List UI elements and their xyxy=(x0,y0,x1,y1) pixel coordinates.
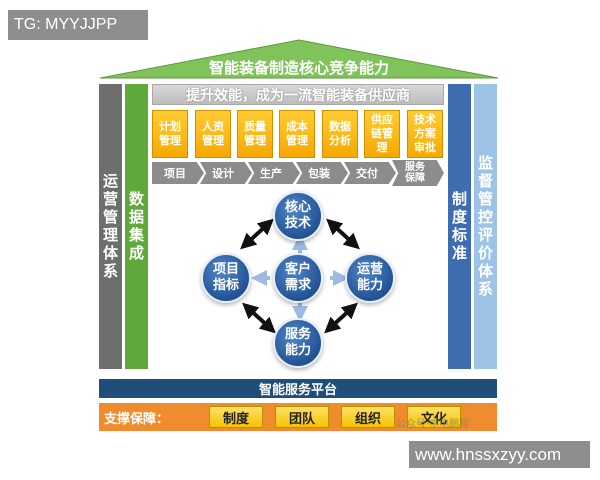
process-step-project: 项目 xyxy=(152,162,204,184)
arrow-bottom-right xyxy=(324,302,358,334)
module-technical-approval: 技术 方案 审批 xyxy=(407,110,443,158)
support-item-system: 制度 xyxy=(209,406,263,428)
process-step-service: 服务 保障 xyxy=(392,160,444,186)
capability-core-technology: 核心 技术 xyxy=(273,191,323,241)
subtitle-bar: 提升效能，成为一流智能装备供应商 xyxy=(152,84,444,105)
support-label: 支撑保障： xyxy=(104,411,170,427)
watermark-top: TG: MYYJJPP xyxy=(8,10,148,40)
pillar-supervision-evaluation: 监督管控评价体系 xyxy=(474,84,497,369)
pillar-operations-management: 运营管理体系 xyxy=(99,84,122,369)
arrow-bottom-left xyxy=(242,302,276,334)
pillar-data-integration: 数据集成 xyxy=(125,84,148,369)
support-item-organization: 组织 xyxy=(341,406,395,428)
brand-watermark: 公众号·中电鹏程 xyxy=(396,418,470,430)
watermark-bottom: www.hnssxzyy.com xyxy=(409,441,590,468)
pillar-standards: 制度标准 xyxy=(448,84,471,369)
capability-arrows xyxy=(240,218,360,334)
capability-operations: 运营 能力 xyxy=(345,253,395,303)
support-item-team: 团队 xyxy=(275,406,329,428)
process-step-delivery: 交付 xyxy=(344,162,396,184)
module-supply-chain: 供应 链管 理 xyxy=(364,110,400,158)
platform-bar: 智能服务平台 xyxy=(99,379,497,398)
arrow-top-left xyxy=(240,218,274,250)
module-cost-management: 成本 管理 xyxy=(279,110,315,158)
process-step-design: 设计 xyxy=(200,162,252,184)
capability-service: 服务 能力 xyxy=(273,318,323,368)
process-step-production: 生产 xyxy=(248,162,300,184)
module-data-analysis: 数据 分析 xyxy=(322,110,358,158)
module-quality-management: 质量 管理 xyxy=(237,110,273,158)
module-plan-management: 计划 管理 xyxy=(152,110,188,158)
process-step-packaging: 包装 xyxy=(296,162,348,184)
capability-customer-demand: 客户 需求 xyxy=(273,253,323,303)
support-item-culture: 文化 xyxy=(407,406,461,428)
module-hr-management: 人资 管理 xyxy=(195,110,231,158)
arrow-top-right xyxy=(326,218,360,250)
capability-project-indicators: 项目 指标 xyxy=(201,253,251,303)
roof xyxy=(100,39,498,79)
roof-title: 智能装备制造核心竞争能力 xyxy=(208,58,389,77)
